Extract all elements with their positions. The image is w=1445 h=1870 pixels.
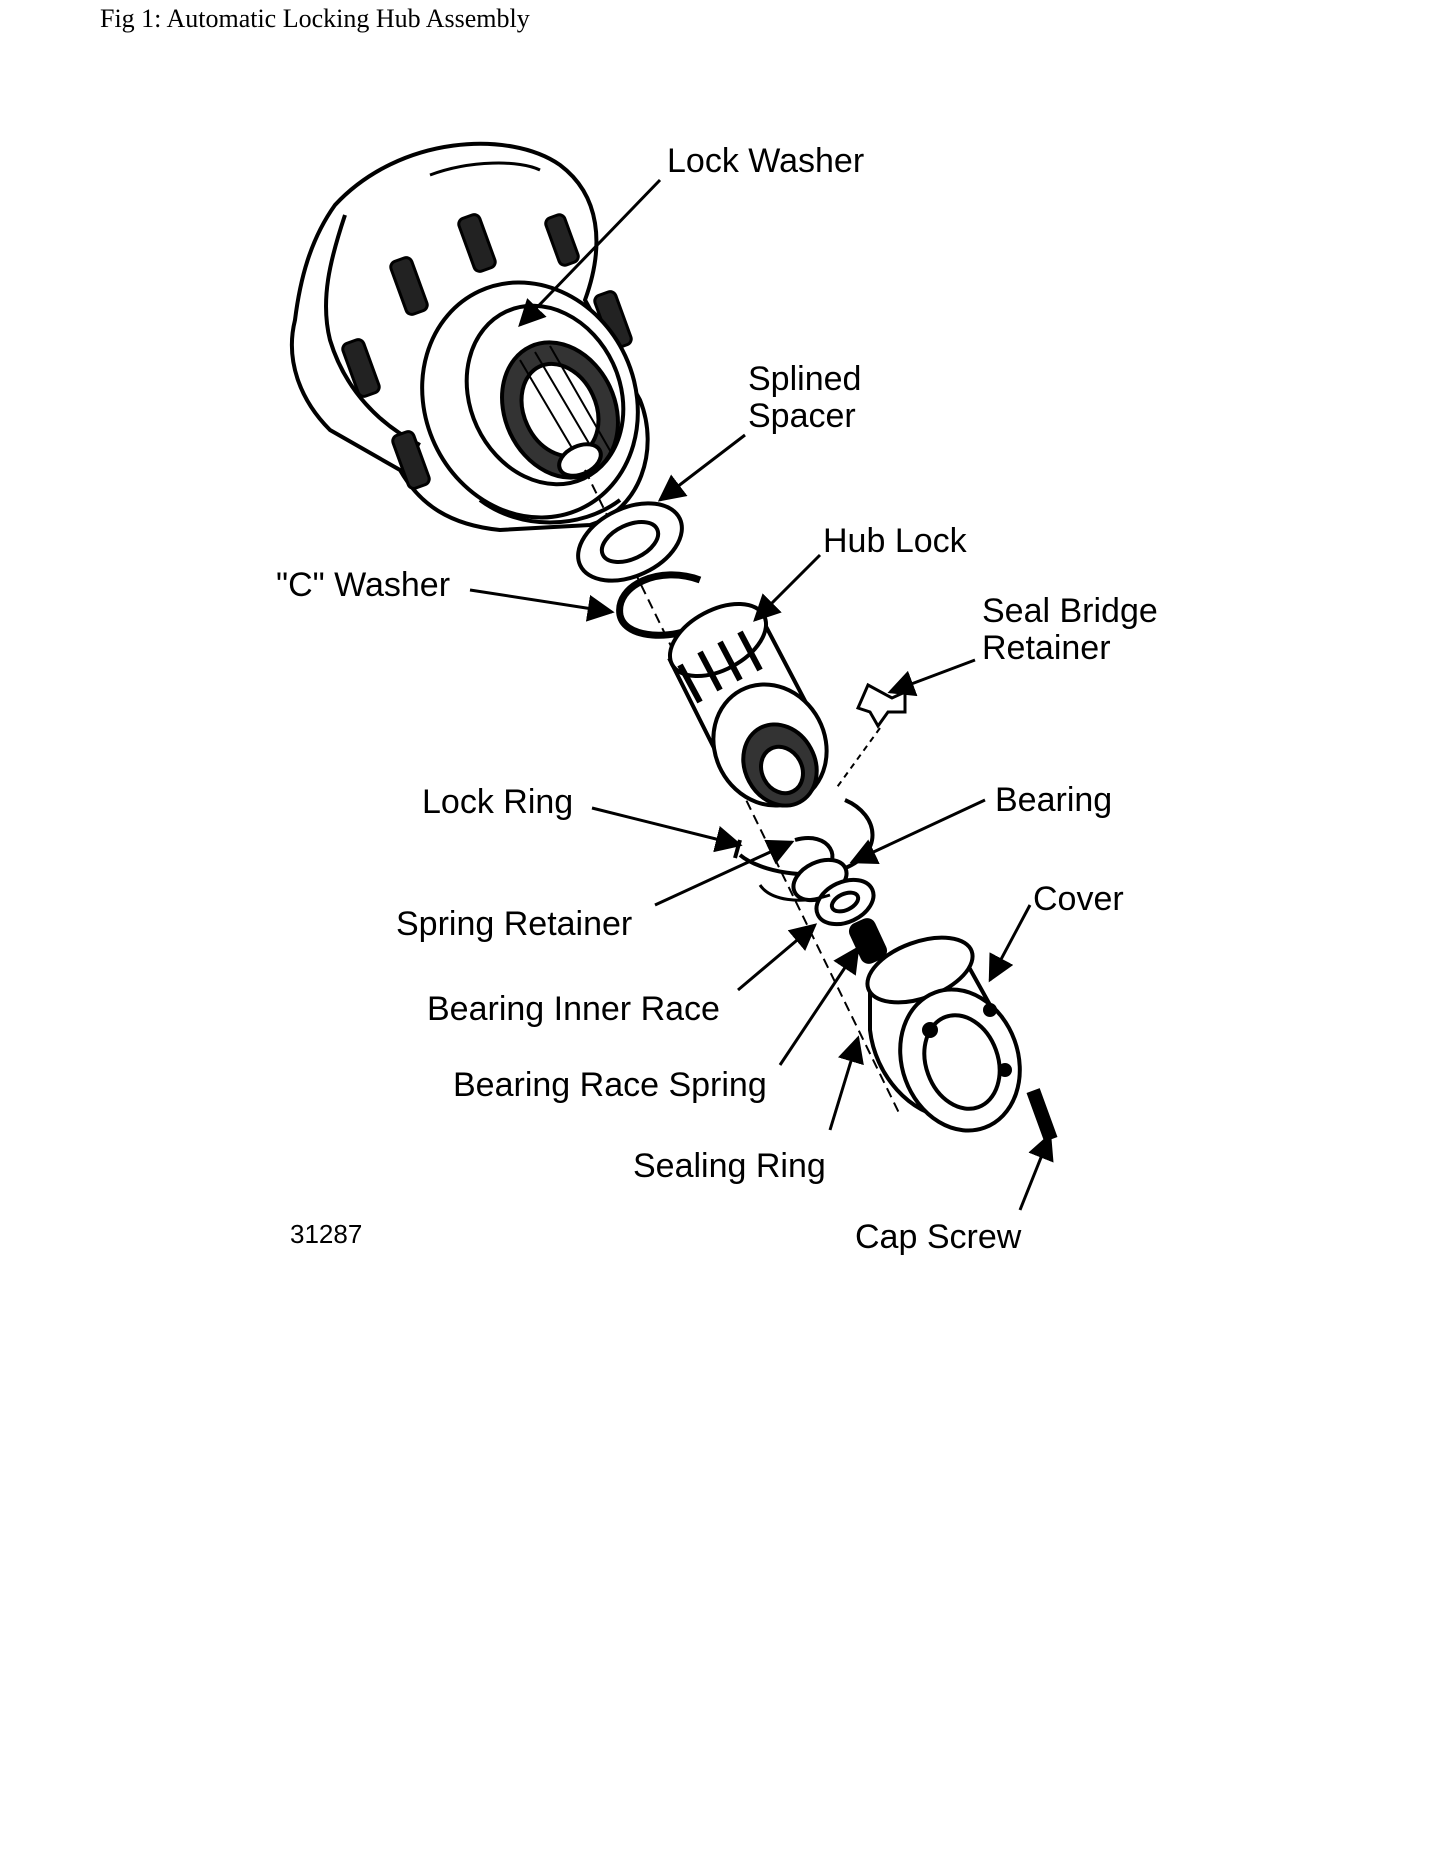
hub-assembly-diagram: Lock Washer Splined Spacer Hub Lock "C" … bbox=[276, 141, 1158, 1256]
leader-lines bbox=[469, 178, 1054, 1211]
label-c-washer: "C" Washer bbox=[276, 566, 450, 604]
hub-lock-part bbox=[667, 601, 829, 808]
figure-caption: Fig 1: Automatic Locking Hub Assembly bbox=[100, 4, 530, 33]
label-cover: Cover bbox=[1033, 880, 1124, 918]
bearing-part bbox=[791, 857, 876, 927]
label-splined-spacer-line2: Spacer bbox=[748, 397, 856, 435]
label-cap-screw: Cap Screw bbox=[855, 1218, 1022, 1256]
cap-screw-part bbox=[1026, 1088, 1058, 1142]
seal-bridge-retainer-part bbox=[855, 682, 907, 729]
label-bearing-inner-race: Bearing Inner Race bbox=[427, 990, 720, 1028]
label-seal-bridge-retainer-line2: Retainer bbox=[982, 629, 1111, 667]
label-hub-lock: Hub Lock bbox=[823, 522, 968, 560]
wheel-hub-drawing bbox=[290, 141, 650, 533]
label-bearing-race-spring: Bearing Race Spring bbox=[453, 1066, 767, 1104]
label-bearing: Bearing bbox=[995, 781, 1112, 819]
c-washer-part bbox=[616, 571, 702, 639]
figure-number: 31287 bbox=[290, 1219, 362, 1249]
label-spring-retainer: Spring Retainer bbox=[396, 905, 632, 943]
cover-part bbox=[865, 935, 1022, 1133]
label-lock-washer: Lock Washer bbox=[667, 142, 864, 180]
label-seal-bridge-retainer-line1: Seal Bridge bbox=[982, 592, 1158, 630]
label-lock-ring: Lock Ring bbox=[422, 783, 573, 821]
splined-spacer-part bbox=[576, 501, 684, 583]
label-splined-spacer-line1: Splined bbox=[748, 360, 861, 398]
label-sealing-ring: Sealing Ring bbox=[633, 1147, 826, 1185]
